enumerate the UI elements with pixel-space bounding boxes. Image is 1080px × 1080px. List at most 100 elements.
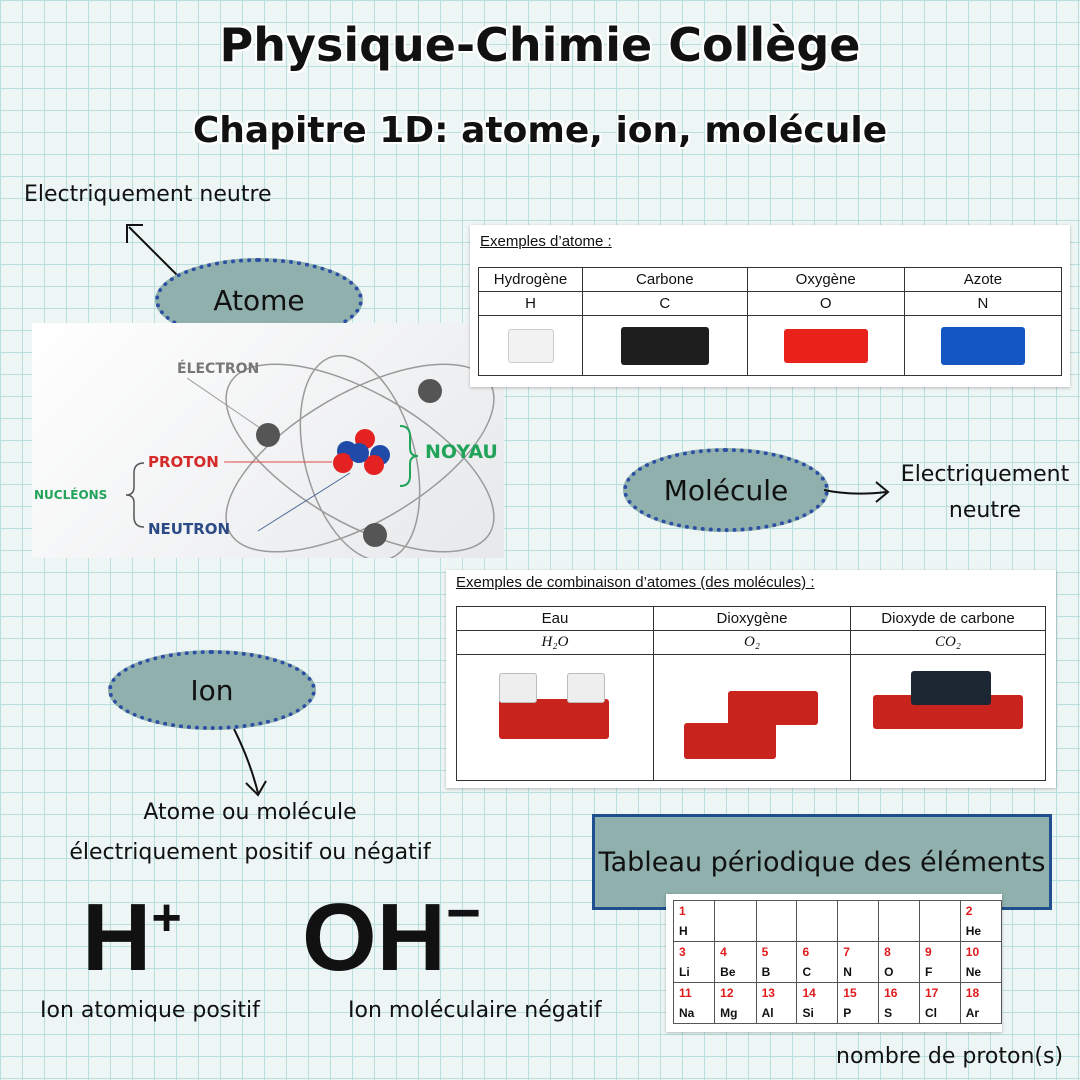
element-number: [878, 900, 920, 921]
dioxygen-model: [653, 654, 851, 781]
oxygen-brick: [783, 328, 868, 363]
ion-oval: Ion: [108, 650, 316, 730]
molecule-note-line2: neutre: [948, 498, 1022, 523]
ion-note-line2: électriquement positif ou négatif: [69, 840, 431, 865]
nucleons-label: NUCLÉONS: [34, 488, 108, 502]
element-symbol: H: [672, 921, 716, 942]
element-symbol: Mg: [714, 1003, 757, 1024]
element-number: 12: [714, 982, 757, 1003]
element-number: 2: [959, 900, 1003, 921]
table-cell: H: [478, 291, 583, 316]
atome-note: Electriquement neutre: [24, 182, 272, 207]
element-symbol: N: [837, 962, 880, 983]
table-header: Eau: [456, 606, 654, 631]
table-cell: O₂: [653, 630, 851, 655]
element-number: 16: [878, 982, 920, 1003]
element-symbol: O: [878, 962, 920, 983]
element-number: 14: [796, 982, 839, 1003]
page-title: Physique-Chimie Collège: [219, 18, 861, 72]
ion-arrow: [233, 728, 267, 797]
element-number: [796, 900, 839, 921]
table-header: Azote: [903, 267, 1063, 292]
element-number: [837, 900, 880, 921]
element-symbol: B: [755, 962, 798, 983]
page-subtitle: Chapitre 1D: atome, ion, molécule: [192, 110, 888, 151]
element-number: 1: [672, 900, 716, 921]
element-symbol: F: [918, 962, 961, 983]
atom-examples-table: Hydrogène Carbone Oxygène Azote H C O N: [478, 267, 1063, 376]
element-number: 10: [959, 941, 1003, 962]
table-header: Carbone: [582, 267, 748, 292]
atom-examples-card: Exemples d’atome : Hydrogène Carbone Oxy…: [470, 225, 1070, 387]
hydrogen-brick: [507, 328, 554, 363]
ion-example-h: H+: [82, 888, 182, 988]
element-number: 11: [672, 982, 716, 1003]
ion-h-caption: Ion atomique positif: [40, 998, 260, 1023]
atom-diagram: ÉLECTRON PROTON NEUTRON NOYAU NUCLÉONS: [32, 323, 504, 558]
element-symbol: [918, 921, 961, 942]
co2-model: [850, 654, 1046, 781]
element-symbol: C: [796, 962, 839, 983]
element-symbol: [755, 921, 798, 942]
element-number: 17: [918, 982, 961, 1003]
element-number: 5: [755, 941, 798, 962]
table-cell: H₂O: [456, 630, 654, 655]
water-model: [456, 654, 654, 781]
element-number: [918, 900, 961, 921]
table-cell: C: [582, 291, 748, 316]
molecule-examples-table: Eau Dioxygène Dioxyde de carbone H₂O O₂ …: [456, 606, 1046, 781]
table-cell: N: [903, 291, 1063, 316]
atom-orbits: [125, 354, 495, 558]
element-number: [755, 900, 798, 921]
element-symbol: [878, 921, 920, 942]
ion-oh-caption: Ion moléculaire négatif: [348, 998, 602, 1023]
molecule-label: Molécule: [663, 473, 789, 507]
element-symbol: He: [959, 921, 1003, 942]
table-header: Hydrogène: [478, 267, 583, 292]
atom-examples-caption: Exemples d’atome :: [480, 233, 612, 250]
element-number: 18: [959, 982, 1003, 1003]
element-symbol: [714, 921, 757, 942]
nitrogen-brick: [940, 326, 1025, 365]
proton-label: PROTON: [148, 453, 219, 471]
element-symbol: Cl: [918, 1003, 961, 1024]
element-number: 4: [714, 941, 757, 962]
ion-label: Ion: [190, 673, 234, 707]
element-symbol: Ne: [959, 962, 1003, 983]
neutron-label: NEUTRON: [148, 520, 231, 538]
ion-note: Atome ou molécule électriquement positif…: [40, 793, 460, 873]
table-header: Dioxyde de carbone: [850, 606, 1046, 631]
periodic-footer: nombre de proton(s): [836, 1044, 1064, 1069]
atome-label: Atome: [213, 283, 305, 317]
table-header: Dioxygène: [653, 606, 851, 631]
molecule-examples-card: Exemples de combinaison d’atomes (des mo…: [446, 570, 1056, 788]
element-number: 6: [796, 941, 839, 962]
ion-h-charge: +: [151, 889, 182, 947]
molecule-oval: Molécule: [623, 448, 829, 532]
ion-note-line1: Atome ou molécule: [143, 800, 357, 825]
element-number: 9: [918, 941, 961, 962]
noyau-label: NOYAU: [425, 441, 498, 463]
element-number: 8: [878, 941, 920, 962]
ion-oh-symbol: OH: [302, 884, 446, 991]
molecule-arrow: [823, 481, 890, 503]
element-number: [714, 900, 757, 921]
element-symbol: Li: [672, 962, 716, 983]
element-number: 7: [837, 941, 880, 962]
element-symbol: [796, 921, 839, 942]
element-symbol: Na: [672, 1003, 716, 1024]
element-symbol: S: [878, 1003, 920, 1024]
table-cell: CO₂: [850, 630, 1046, 655]
ion-example-oh: OH−: [302, 883, 481, 988]
element-symbol: Be: [714, 962, 757, 983]
carbon-brick: [620, 326, 709, 365]
element-symbol: Ar: [959, 1003, 1003, 1024]
molecule-examples-caption: Exemples de combinaison d’atomes (des mo…: [456, 574, 815, 591]
molecule-note: Electriquement neutre: [895, 457, 1075, 529]
element-number: 3: [672, 941, 716, 962]
element-symbol: P: [837, 1003, 880, 1024]
element-number: 13: [755, 982, 798, 1003]
element-number: 15: [837, 982, 880, 1003]
